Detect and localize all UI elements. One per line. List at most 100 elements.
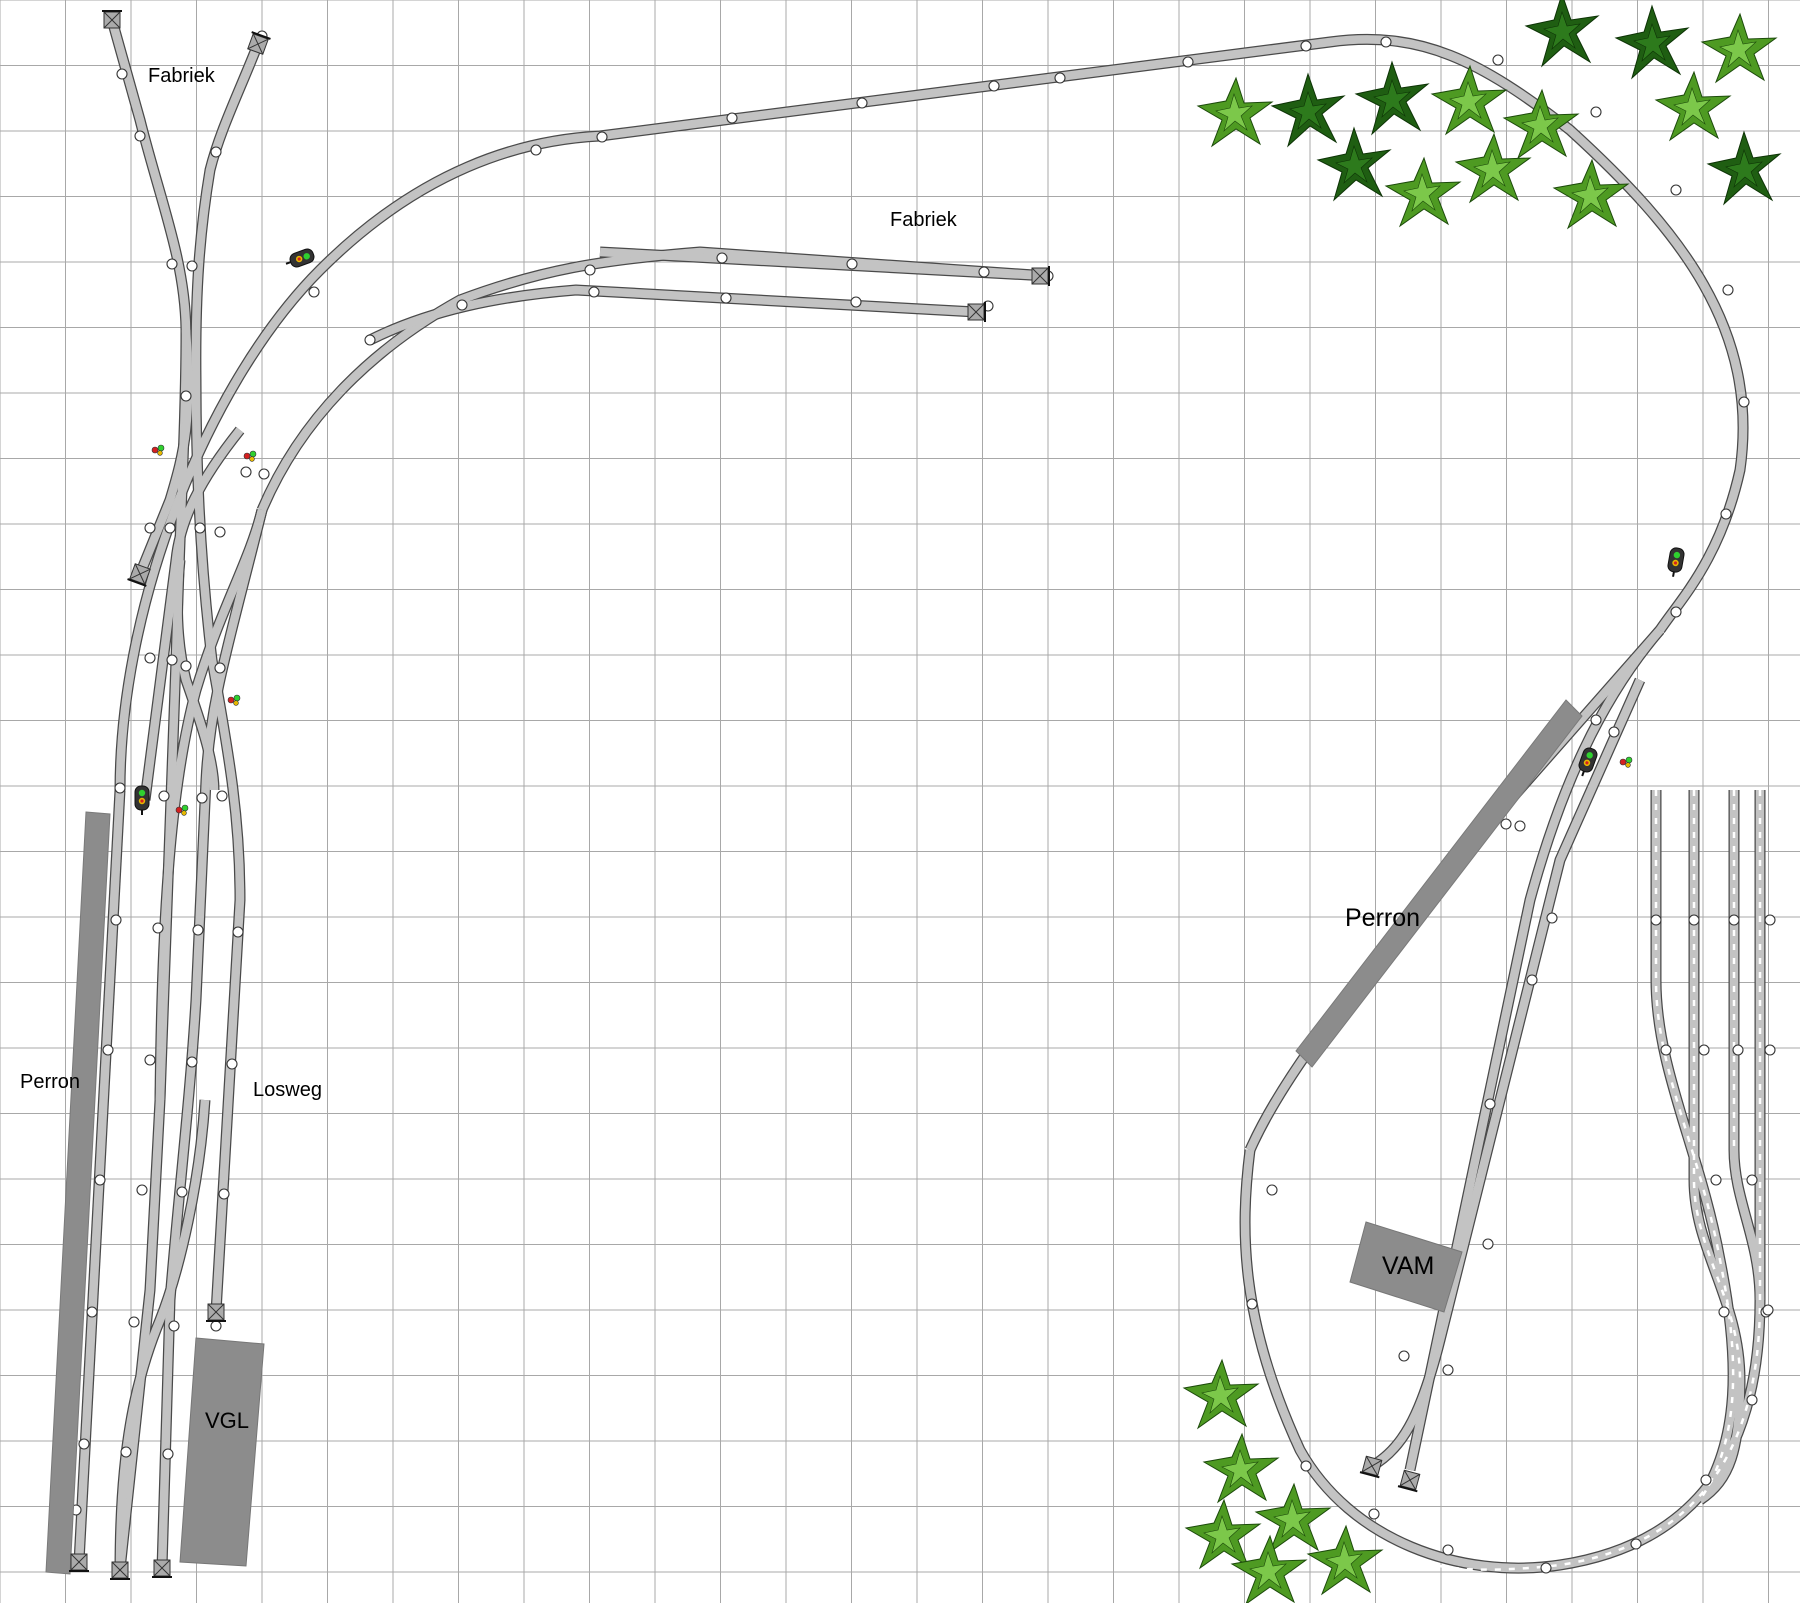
track-joint (1182, 56, 1194, 68)
track-joint (158, 790, 170, 802)
track-joint (1764, 1044, 1776, 1056)
track-joint (168, 1320, 180, 1332)
track-joint (856, 97, 868, 109)
track-segment-fill (1369, 678, 1644, 1470)
track-joint (1514, 820, 1526, 832)
track-joint (78, 1438, 90, 1450)
track-joint (1670, 606, 1682, 618)
buffer-stop-icon (1031, 265, 1050, 287)
building-vgl (179, 1337, 265, 1567)
track-segment-fill (157, 508, 267, 1569)
track-joint (716, 252, 728, 264)
track-joint (364, 334, 376, 346)
track-joint (1700, 1474, 1712, 1486)
track-joint (210, 146, 222, 158)
label-vam: VAM (1382, 1252, 1434, 1280)
track-joint (134, 130, 146, 142)
track-joint (180, 390, 192, 402)
ground-signal-icon (151, 444, 165, 456)
buffer-stops (68, 10, 1423, 1580)
label-fabriek-top: Fabriek (148, 65, 216, 87)
track-joint (1722, 284, 1734, 296)
tree-icon (1197, 77, 1273, 147)
tree-icon (1271, 73, 1345, 147)
track-joint (152, 922, 164, 934)
track-joint (1442, 1544, 1454, 1556)
track-joint (1660, 1044, 1672, 1056)
track-joint (186, 260, 198, 272)
track-joint (194, 522, 206, 534)
track-joint (86, 1306, 98, 1318)
buffer-stop-icon (109, 1561, 131, 1580)
track-joint (1442, 1364, 1454, 1376)
buffer-stop-icon (151, 1559, 173, 1578)
track-joint (1608, 726, 1620, 738)
signals (134, 246, 1686, 816)
buffer-stop-icon (68, 1553, 90, 1572)
track-segment-fill (1405, 627, 1664, 1471)
track-joint (166, 258, 178, 270)
track-joint (584, 264, 596, 276)
tree-icon (1455, 133, 1531, 203)
tree-icon (1701, 13, 1777, 83)
track-joint (456, 299, 468, 311)
track-joint (1492, 54, 1504, 66)
label-perron-left: Perron (20, 1071, 80, 1093)
track-joint (1482, 1238, 1494, 1250)
tree-icon (1615, 5, 1689, 79)
track-joint (308, 286, 320, 298)
building-vam (1349, 1221, 1463, 1313)
ground-signal-icon (1619, 756, 1633, 768)
track-joint (144, 522, 156, 534)
track-joint (1380, 36, 1392, 48)
ground-signal-icon (227, 694, 241, 706)
tree-icon (1385, 157, 1461, 227)
label-fabriek-mid: Fabriek (890, 209, 958, 231)
track-joint (176, 1186, 188, 1198)
track-joint (1630, 1538, 1642, 1550)
tree-icon (1203, 1433, 1279, 1503)
track-joint (1398, 1350, 1410, 1362)
label-perron-right: Perron (1345, 904, 1420, 932)
track-joint (1546, 912, 1558, 924)
track-joint (1746, 1174, 1758, 1186)
track-joint (988, 80, 1000, 92)
tree-icon (1707, 131, 1781, 205)
track-joint (144, 1054, 156, 1066)
buffer-stop-icon (967, 301, 986, 323)
track-joint (258, 468, 270, 480)
track-joint (1688, 914, 1700, 926)
track-segment-fill (115, 1099, 210, 1571)
track-joint (978, 266, 990, 278)
track-segment-fill (1729, 790, 1765, 1301)
track-joint (162, 1448, 174, 1460)
track-joint (214, 662, 226, 674)
track-joint (726, 112, 738, 124)
track-joint (1300, 40, 1312, 52)
track-joint (850, 296, 862, 308)
tree-icon (1183, 1359, 1259, 1429)
track-joint (196, 792, 208, 804)
track-joint (1266, 1184, 1278, 1196)
buffer-stop-icon (205, 1303, 227, 1322)
track-joint (1054, 72, 1066, 84)
track-segment-fill (136, 329, 193, 576)
tree-icon (1185, 1499, 1261, 1569)
track-joint (166, 654, 178, 666)
track-joint (1670, 184, 1682, 196)
track-joint (588, 286, 600, 298)
track-joint (128, 1316, 140, 1328)
track-joint (116, 68, 128, 80)
tree-icon (1231, 1535, 1307, 1603)
track-segment-fill (599, 247, 1049, 281)
track-joint (110, 914, 122, 926)
track-segment-fill (173, 559, 219, 791)
track-joint (216, 790, 228, 802)
track-joint (214, 526, 226, 538)
track-joint (120, 1446, 132, 1458)
track-joint (1300, 1460, 1312, 1472)
signal-icon (134, 785, 150, 816)
tree-icon (1655, 71, 1731, 141)
